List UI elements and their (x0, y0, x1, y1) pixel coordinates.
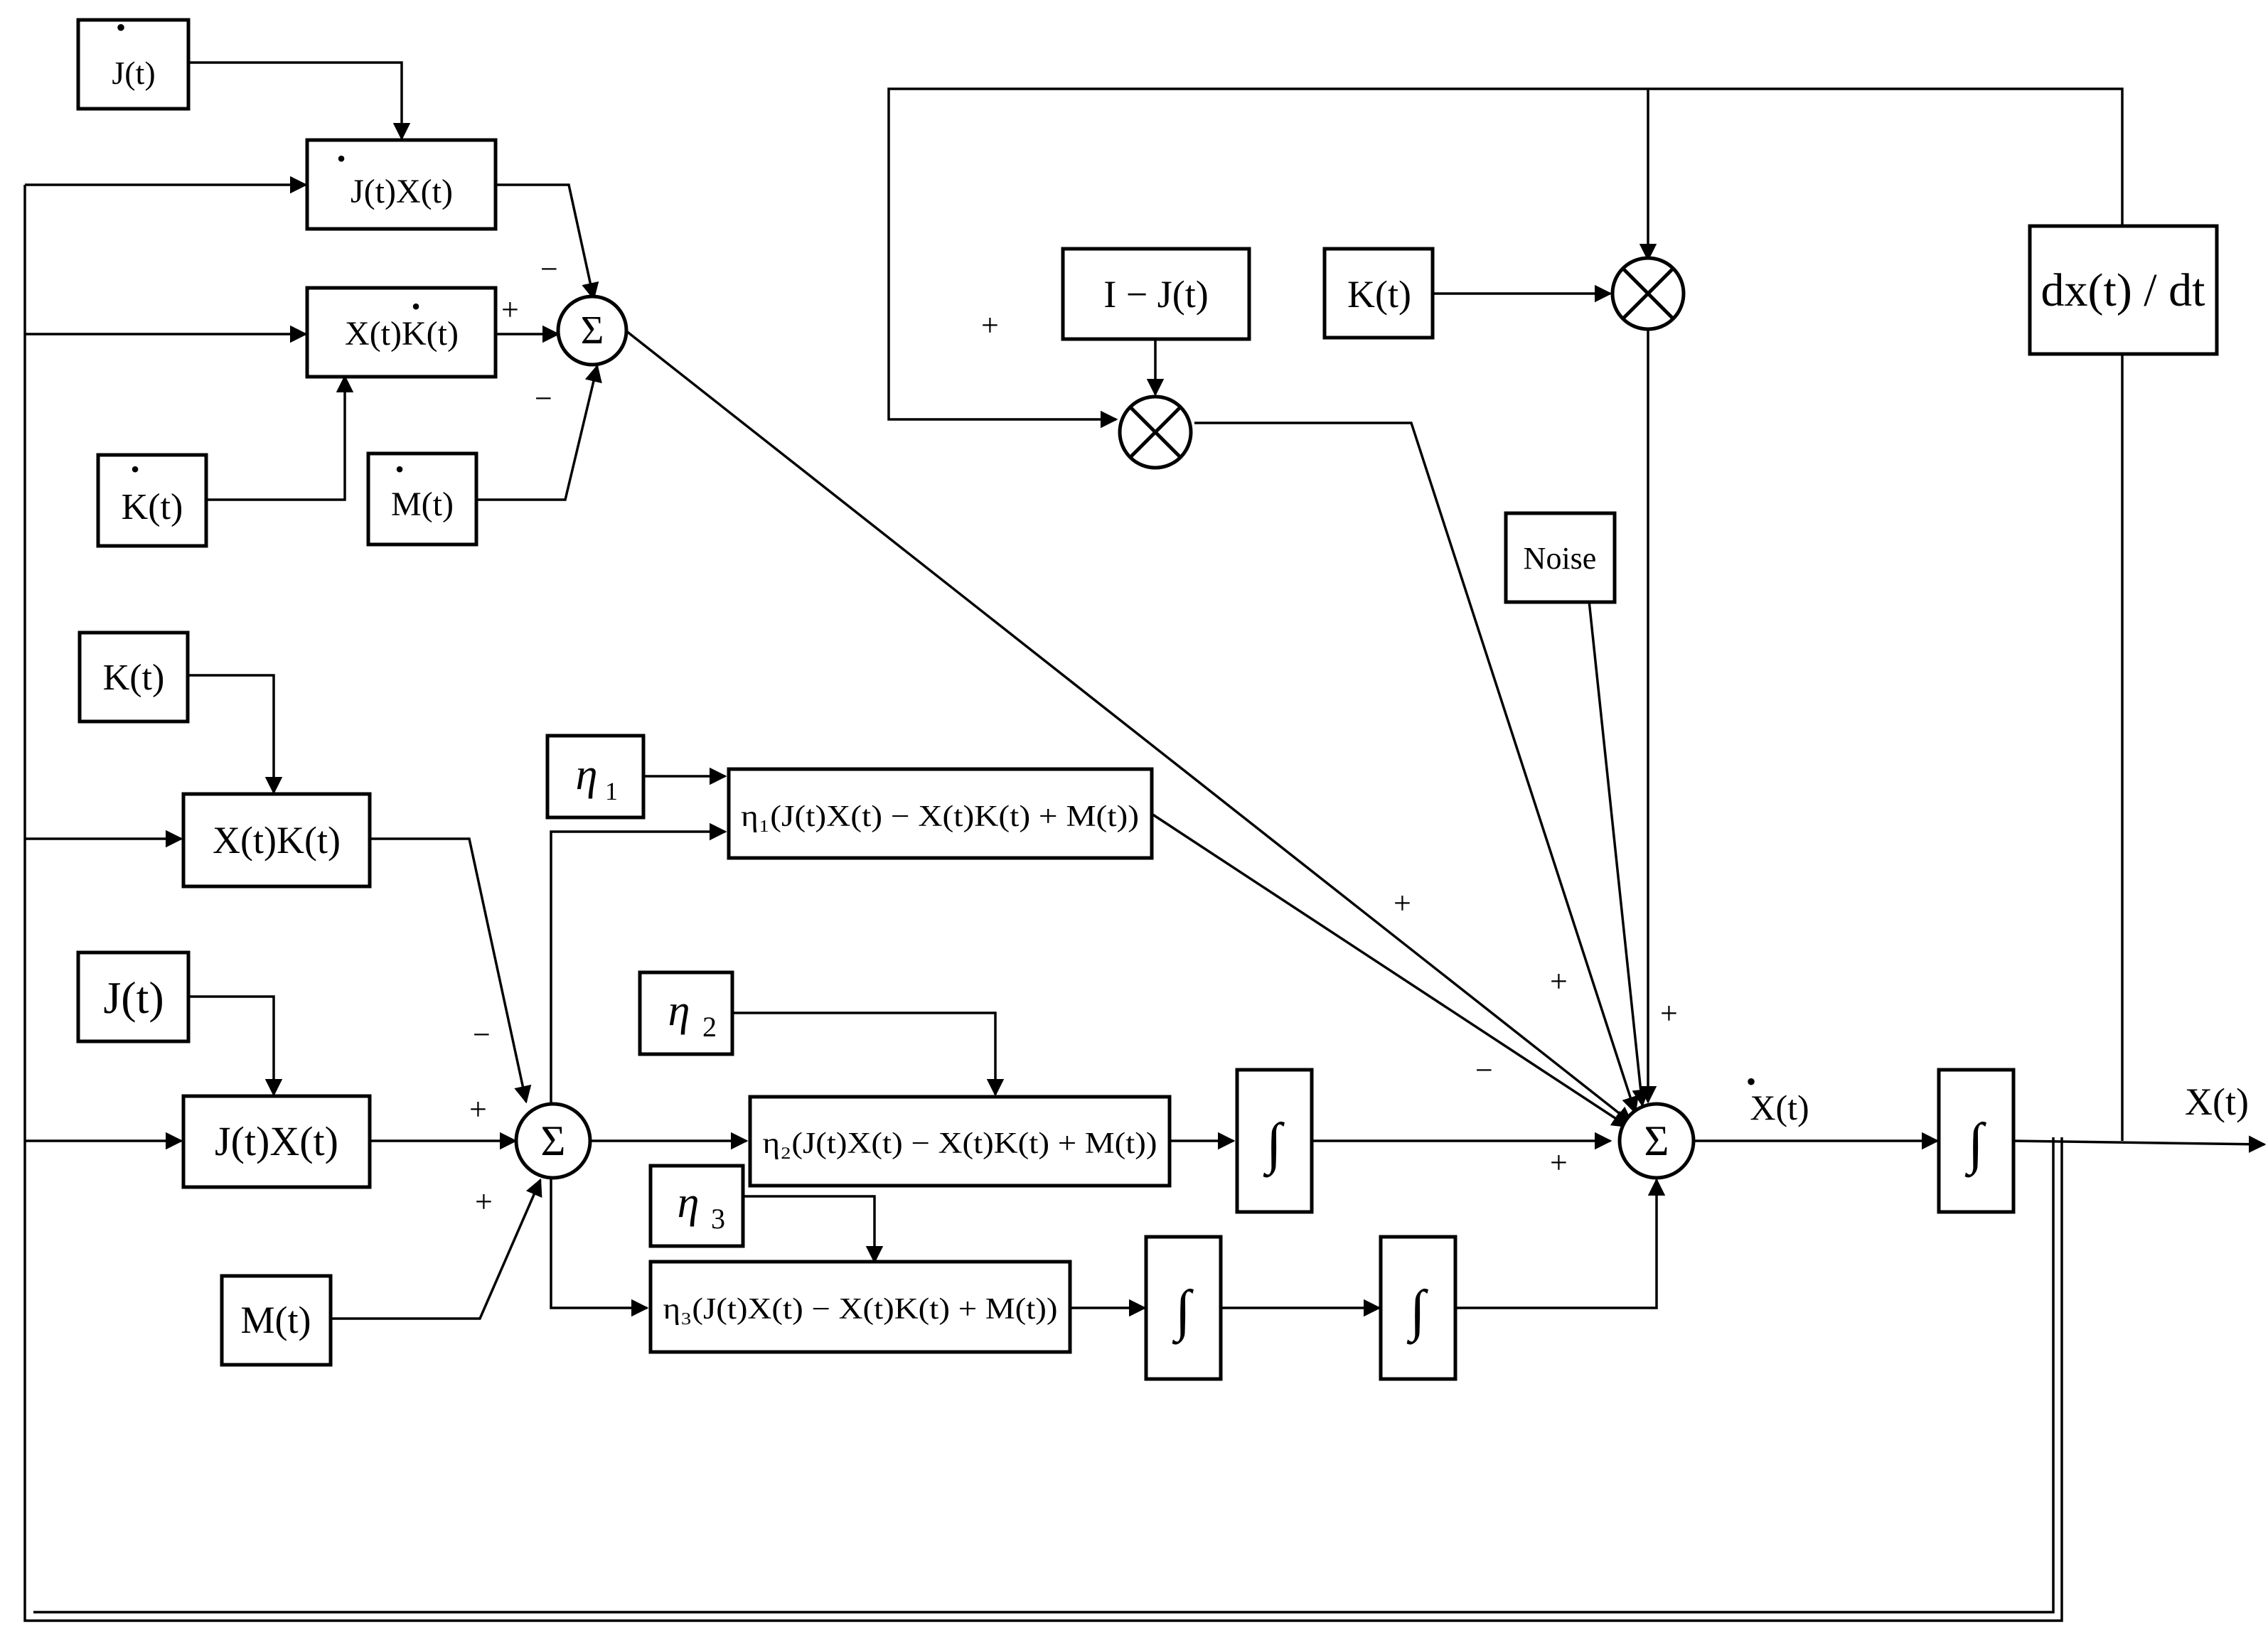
svg-text:•: • (131, 455, 140, 483)
integrator-output: ∫ (1937, 1068, 2016, 1214)
eta3-gain-block: η 3 (648, 1164, 745, 1248)
integrator-term3-first: ∫ (1144, 1235, 1223, 1381)
integrator-term3-first-symbol: ∫ (1172, 1279, 1194, 1345)
k-dot-input-block: • K(t) (96, 453, 208, 548)
k-dot-label: K(t) (122, 487, 183, 527)
eta3-subscript: 3 (711, 1203, 725, 1235)
term1-block: η₁(J(t)X(t) − X(t)K(t) + M(t)) (727, 767, 1154, 860)
main-sum-plus-4: + (1550, 1145, 1568, 1180)
multiplier-left (1118, 395, 1193, 470)
top-sum-minus-bottom: − (535, 381, 552, 416)
integrator-term2-symbol: ∫ (1263, 1112, 1285, 1178)
x-k-dot-label: X(t)K(t) (345, 315, 459, 353)
svg-text:•: • (395, 455, 405, 483)
term1-label: η₁(J(t)X(t) − X(t)K(t) + M(t)) (741, 800, 1139, 833)
j-label: J(t) (103, 972, 164, 1023)
x-k-dot-product-block: • X(t)K(t) (305, 286, 498, 379)
integrator-output-symbol: ∫ (1964, 1112, 1987, 1178)
top-sum-plus: + (501, 292, 519, 327)
j-x-label: J(t)X(t) (215, 1118, 338, 1164)
integrator-term2: ∫ (1235, 1068, 1314, 1214)
eta2-gain-block: η 2 (638, 970, 734, 1056)
one-minus-j-block: I − J(t) (1061, 247, 1251, 341)
middle-sum-plus-top: + (469, 1092, 487, 1127)
svg-text:•: • (1746, 1066, 1756, 1098)
term2-block: η₂(J(t)X(t) − X(t)K(t) + M(t)) (748, 1095, 1172, 1188)
m-label: M(t) (241, 1299, 311, 1341)
eta2-label: η (668, 987, 690, 1035)
eta2-subscript: 2 (702, 1011, 717, 1043)
main-sum-minus: − (1475, 1053, 1493, 1088)
top-summing-junction: Σ (556, 294, 628, 367)
integrator-term3-second: ∫ (1379, 1235, 1457, 1381)
main-sum-symbol: Σ (1644, 1117, 1669, 1164)
eta1-gain-block: η 1 (545, 734, 646, 820)
k-label: K(t) (103, 658, 165, 698)
j-dot-x-product-block: • J(t)X(t) (305, 138, 498, 231)
term2-label: η₂(J(t)X(t) − X(t)K(t) + M(t)) (763, 1127, 1157, 1160)
k-input-block: K(t) (77, 630, 190, 724)
signal-wires (23, 61, 2267, 1622)
x-output-label: X(t) (2185, 1080, 2249, 1123)
derivative-label: dx(t) / dt (2041, 264, 2205, 316)
main-sum-plus-1: + (1394, 886, 1411, 921)
m-input-block: M(t) (220, 1274, 333, 1367)
x-dot-signal-label: • X(t) (1746, 1066, 1809, 1127)
eta3-label: η (678, 1179, 700, 1227)
one-minus-j-label: I − J(t) (1103, 273, 1208, 316)
middle-sum-symbol: Σ (541, 1117, 566, 1164)
svg-text:•: • (116, 11, 126, 43)
main-summing-junction: Σ (1617, 1102, 1696, 1180)
middle-sum-minus: − (473, 1017, 491, 1052)
main-sum-plus-3: + (1660, 996, 1678, 1031)
j-input-block: J(t) (76, 950, 191, 1043)
middle-sum-plus-bottom: + (475, 1184, 493, 1219)
x-k-label: X(t)K(t) (213, 819, 341, 862)
top-sum-minus-top: − (540, 252, 558, 286)
noise-block: Noise (1504, 511, 1617, 604)
middle-summing-junction: Σ (514, 1102, 592, 1180)
derivative-block: dx(t) / dt (2028, 224, 2219, 356)
svg-text:•: • (412, 292, 421, 321)
j-dot-input-block: • J(t) (76, 11, 191, 111)
eta1-label: η (576, 751, 598, 799)
x-dot-label: X(t) (1750, 1088, 1809, 1127)
j-dot-label: J(t) (112, 55, 155, 91)
feedback-k-block: K(t) (1322, 247, 1435, 340)
feedback-k-label: K(t) (1347, 273, 1411, 316)
multiplier-right (1610, 256, 1686, 331)
main-sum-plus-2: + (1550, 964, 1568, 999)
m-dot-label: M(t) (391, 485, 454, 523)
j-dot-x-label: J(t)X(t) (351, 173, 453, 210)
term3-block: η₃(J(t)X(t) − X(t)K(t) + M(t)) (648, 1260, 1072, 1354)
m-dot-input-block: • M(t) (366, 451, 478, 547)
svg-text:•: • (337, 144, 346, 173)
eta1-subscript: 1 (605, 777, 618, 805)
integrator-term3-second-symbol: ∫ (1406, 1279, 1429, 1345)
top-sum-symbol: Σ (581, 308, 604, 353)
noise-label: Noise (1524, 541, 1597, 576)
term3-label: η₃(J(t)X(t) − X(t)K(t) + M(t)) (663, 1293, 1058, 1326)
x-k-product-block: X(t)K(t) (181, 792, 372, 889)
j-x-product-block: J(t)X(t) (181, 1094, 372, 1189)
feedback-plus-sign: + (981, 308, 999, 343)
